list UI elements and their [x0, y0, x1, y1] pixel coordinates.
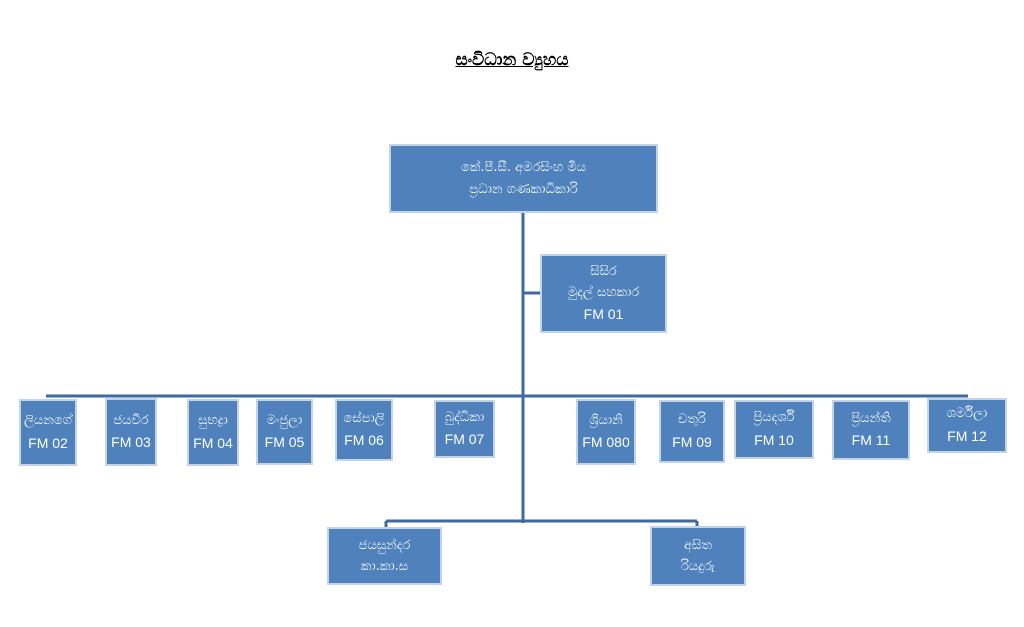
staff-name: ශර්මිලා [946, 406, 988, 422]
support-role: කා.කා.ස [360, 559, 409, 574]
support-box: අසිත රියදුරු [650, 526, 746, 586]
staff-code: FM 05 [264, 434, 305, 451]
staff-box: ලියනගේ FM 02 [19, 399, 77, 466]
assistant-box: සිසිර මුදල් සහකාර FM 01 [540, 254, 667, 333]
support-name: ජයසුන්දර [358, 537, 411, 553]
head-name: කේ.පී.සී. අමරසිංහ මිය [461, 160, 586, 176]
staff-code: FM 07 [444, 431, 485, 448]
head-role: ප්‍රධාන ගණකාධිකාරි [469, 181, 578, 197]
staff-code: FM 09 [672, 433, 712, 450]
staff-code: FM 12 [947, 427, 987, 444]
staff-name: සේපාලි [343, 410, 385, 426]
staff-box: සුභද්‍රා FM 04 [187, 399, 239, 466]
chart-title: සංවිධාන ව්‍යුහය [455, 50, 569, 70]
staff-name: චතුරි [678, 412, 706, 428]
assistant-code: FM 01 [583, 306, 624, 323]
head-box: කේ.පී.සී. අමරසිංහ මිය ප්‍රධාන ගණකාධිකාරි [389, 144, 658, 213]
staff-name: ශ්‍රියානි [589, 412, 623, 428]
staff-code: FM 11 [851, 432, 891, 449]
staff-code: FM 02 [28, 434, 68, 451]
staff-box: ජයවීර FM 03 [105, 398, 157, 466]
staff-name: බුද්ධිකා [444, 409, 485, 425]
assistant-name: සිසිර [590, 263, 617, 279]
staff-box: චතුරි FM 09 [659, 400, 725, 463]
support-name: අසිත [684, 537, 712, 553]
staff-box: බුද්ධිකා FM 07 [434, 400, 495, 458]
staff-box: ශ්‍රියානි FM 080 [576, 399, 636, 465]
staff-box: ශර්මිලා FM 12 [927, 398, 1007, 453]
staff-name: මංජුලා [266, 412, 303, 428]
support-box: ජයසුන්දර කා.කා.ස [327, 527, 442, 585]
staff-box: ප්‍රියදර්ශි FM 10 [734, 400, 814, 459]
staff-box: සේපාලි FM 06 [335, 399, 393, 461]
staff-name: ජයවීර [113, 412, 149, 428]
staff-box: ප්‍රියන්ති FM 11 [832, 400, 910, 460]
staff-name: ප්‍රියදර්ශි [753, 410, 795, 426]
support-role: රියදුරු [681, 559, 715, 574]
staff-code: FM 10 [754, 431, 794, 448]
staff-code: FM 06 [344, 432, 384, 449]
assistant-role: මුදල් සහකාර [567, 284, 640, 300]
staff-code: FM 03 [111, 434, 151, 451]
staff-name: සුභද්‍රා [198, 413, 228, 429]
staff-code: FM 080 [582, 434, 630, 451]
staff-code: FM 04 [193, 434, 233, 451]
staff-name: ලියනගේ [24, 413, 72, 429]
staff-box: මංජුලා FM 05 [256, 399, 313, 465]
staff-name: ප්‍රියන්ති [851, 410, 891, 426]
